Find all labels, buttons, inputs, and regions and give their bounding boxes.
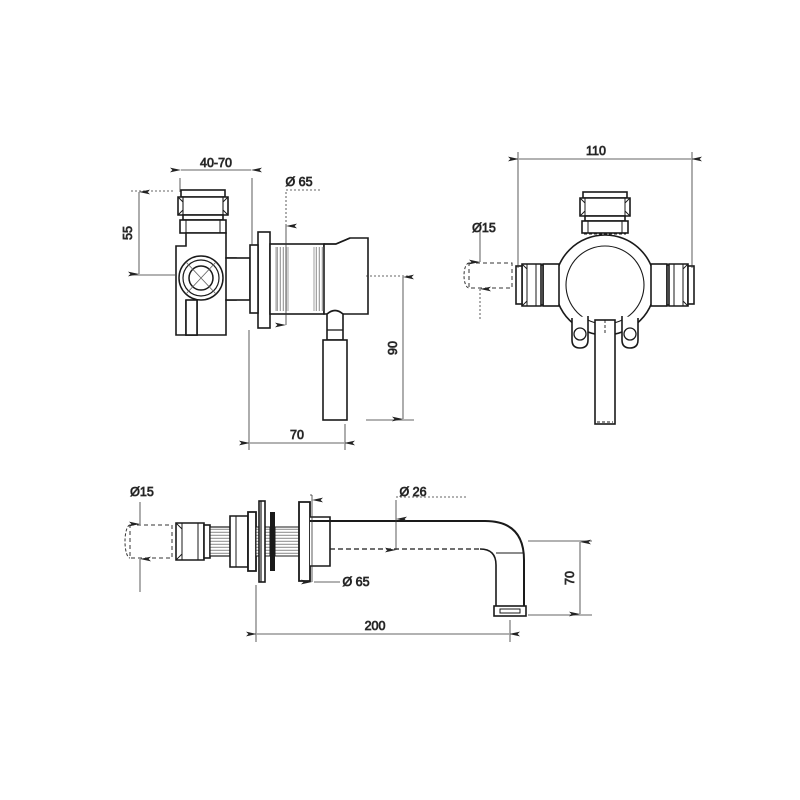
spout-elbow: [479, 520, 525, 606]
dim-label-55: 55: [121, 226, 135, 240]
front-mounting-ears: [571, 316, 639, 349]
escutcheon-plate: [257, 231, 271, 329]
spout-escutcheon-flange: [258, 500, 266, 583]
dim-label-d15-spout: Ø15: [130, 485, 154, 499]
dim-label-70-side: 70: [290, 428, 304, 442]
handle-hub: [323, 237, 369, 315]
spout-outlet: [493, 605, 527, 617]
view-front-valve-dimensions: 110 Ø15: [469, 144, 702, 320]
front-top-nut: [579, 191, 631, 235]
front-right-inlet: [650, 263, 695, 307]
handle-lever: [322, 309, 348, 421]
front-phantom-inlet-pipe: [463, 262, 513, 289]
view-side-valve-dimensions: 40-70 55 Ø 65 90 70: [121, 156, 414, 450]
front-left-inlet: [515, 263, 560, 307]
spout-threaded-shank: [209, 526, 231, 557]
front-lever: [594, 319, 616, 425]
spout-phantom-inlet-pipe: [124, 524, 173, 559]
view-spout-dimensions: Ø15 Ø 26 Ø 65 200 70: [129, 485, 592, 642]
dim-label-d15-front: Ø15: [472, 221, 496, 235]
valve-neck: [225, 257, 251, 301]
dim-label-90: 90: [386, 341, 400, 355]
spout-back-nut: [229, 511, 257, 572]
dim-label-70-spout: 70: [563, 571, 577, 585]
dim-label-d65-side: Ø 65: [285, 175, 312, 189]
top-inlet-nut: [177, 189, 229, 234]
dim-label-110: 110: [586, 144, 606, 158]
spout-compression-nut: [175, 522, 211, 561]
dim-label-40-70: 40-70: [200, 156, 232, 170]
valve-left-lever: [185, 299, 198, 336]
dim-label-200: 200: [365, 619, 386, 633]
view-front-valve: [515, 191, 695, 425]
front-body-circle: [554, 234, 694, 336]
dim-label-d26: Ø 26: [399, 485, 426, 499]
side-port-circle: [178, 255, 224, 301]
dim-label-d65-spout: Ø 65: [342, 575, 369, 589]
